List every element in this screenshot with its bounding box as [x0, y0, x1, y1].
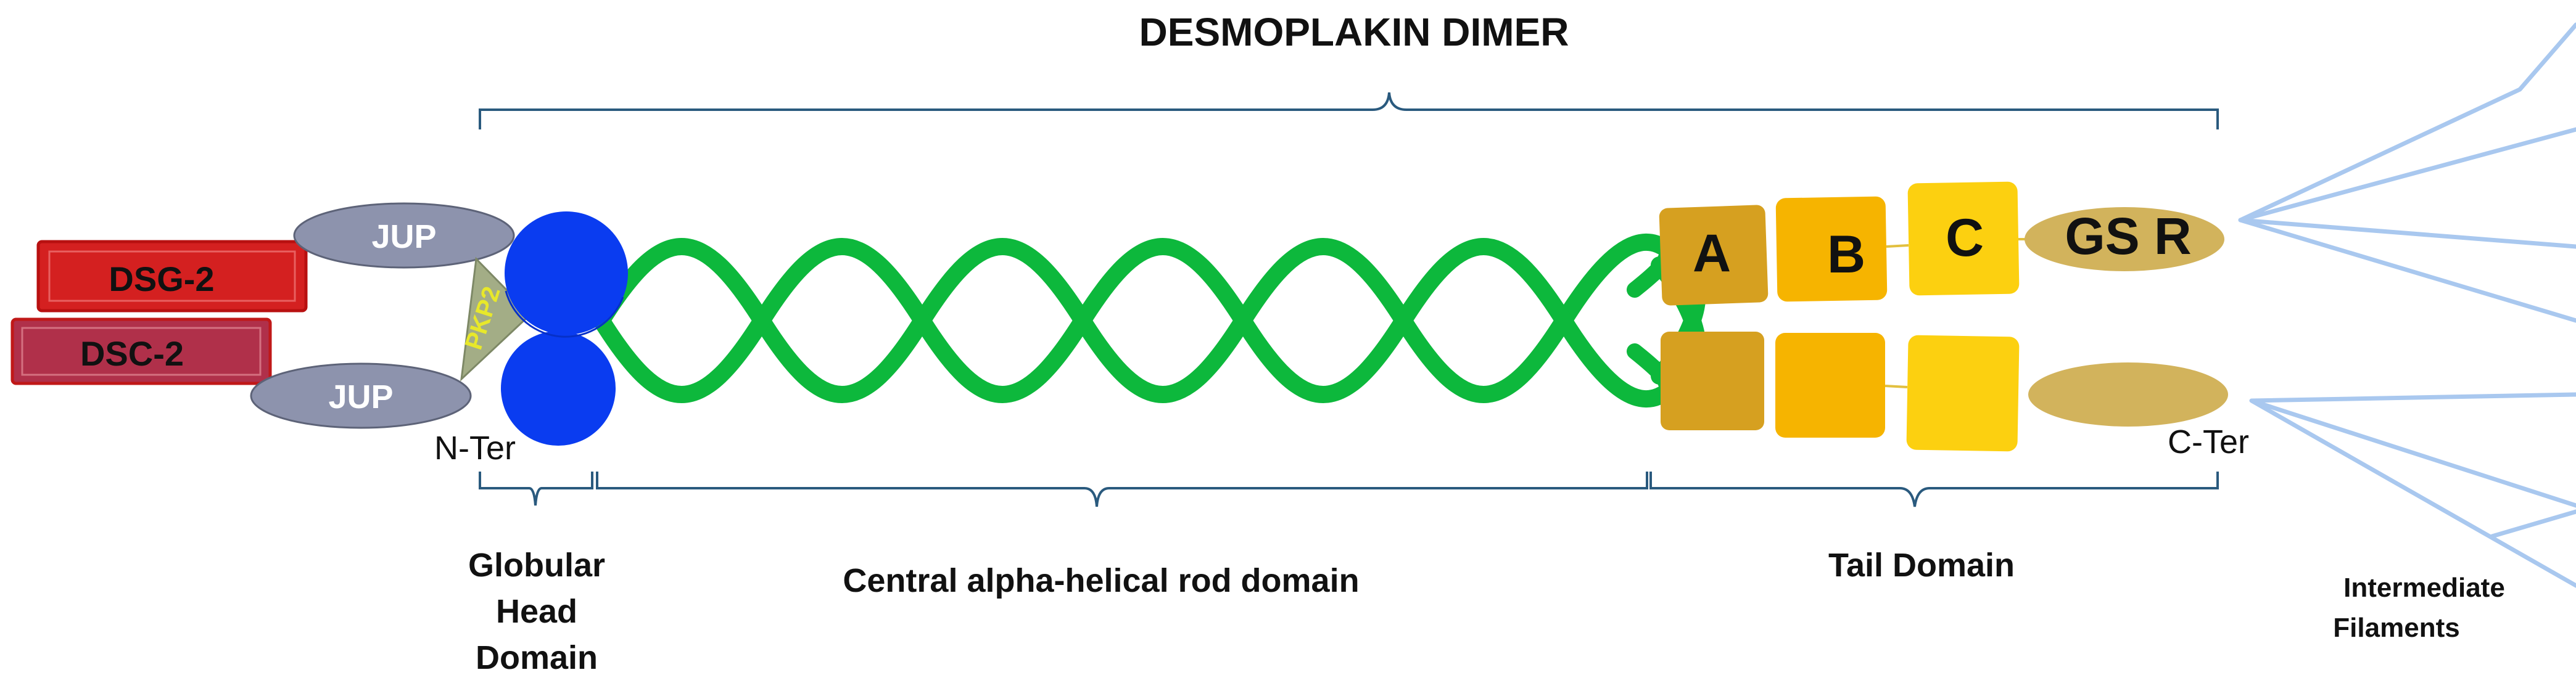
plakin-box-a: A [1659, 205, 1769, 306]
jup-bottom: JUP [250, 362, 472, 429]
dsg2-label: DSG-2 [109, 260, 214, 298]
gsr-label: GS R [2065, 207, 2191, 265]
plakin-box-c-lower [1906, 335, 2020, 452]
plakin-box-b-lower [1775, 333, 1885, 438]
tail-domain-label: Tail Domain [1828, 547, 2015, 584]
linker-b-c-top [1886, 244, 1909, 248]
c-terminus-label: C-Ter [2168, 423, 2249, 460]
head-domain-label-3: Domain [476, 639, 598, 676]
head-domain-label-1: Globular [468, 547, 605, 584]
plakin-a-label: A [1693, 224, 1731, 283]
plakin-b-label: B [1827, 225, 1865, 284]
dsc2-label: DSC-2 [80, 334, 184, 373]
linker-b-c-bottom [1885, 385, 1908, 388]
gsr-domain-lower [2028, 362, 2228, 427]
dsg2-box: DSG-2 [36, 240, 308, 313]
coiled-coil-rod [593, 233, 1706, 408]
globular-head [501, 211, 628, 446]
top-bracket [479, 92, 2219, 129]
plakin-c-label: C [1946, 208, 1984, 268]
diagram-title: DESMOPLAKIN DIMER [1139, 10, 1569, 54]
filaments-label-2: Filaments [2333, 613, 2459, 643]
n-terminus-label: N-Ter [434, 430, 516, 467]
jup-bottom-label: JUP [328, 378, 393, 415]
plakin-box-a-lower [1661, 332, 1764, 430]
head-domain-label-2: Head [496, 593, 577, 630]
filaments-label-1: Intermediate [2343, 573, 2505, 603]
rod-domain-label: Central alpha-helical rod domain [843, 562, 1359, 599]
dsc2-box: DSC-2 [10, 317, 272, 385]
gsr-domain: GS R [2025, 207, 2224, 271]
intermediate-filaments [2238, 22, 2576, 588]
plakin-box-c: C [1907, 181, 2020, 296]
jup-top-label: JUP [371, 218, 436, 255]
jup-top: JUP [293, 202, 515, 269]
plakin-box-b: B [1775, 196, 1888, 302]
domain-brackets [479, 472, 2219, 507]
